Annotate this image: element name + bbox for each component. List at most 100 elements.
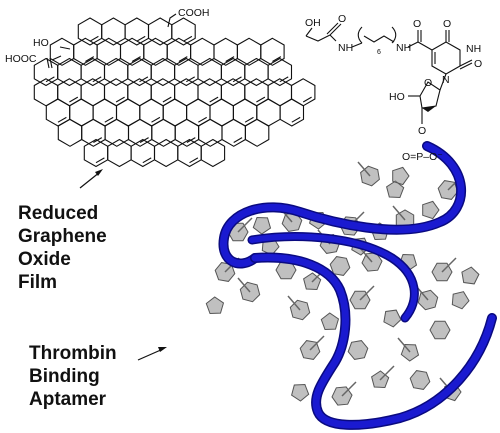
- phosphate-label: O=P–O⁻: [402, 151, 443, 163]
- caption-line: Aptamer: [29, 389, 107, 410]
- base-linker: [392, 205, 406, 221]
- aromatic-bond: [256, 96, 266, 103]
- graphene-ring: [200, 138, 226, 168]
- aromatic-bond: [209, 96, 219, 103]
- base-linker: [359, 285, 375, 301]
- ring-o-top: O: [443, 18, 451, 30]
- aromatic-bond: [232, 76, 242, 83]
- aromatic-bond: [92, 76, 102, 83]
- cooh-label: COOH: [178, 7, 210, 19]
- graphene-ring: [279, 98, 305, 127]
- graphene-ring: [49, 37, 75, 66]
- caption-line: Graphene: [18, 226, 107, 247]
- oh-left-label: HO: [33, 37, 49, 49]
- amide-o-1: O: [338, 13, 346, 25]
- base-linker: [237, 217, 253, 233]
- base-linker: [397, 337, 411, 353]
- aromatic-bond: [69, 96, 79, 103]
- aromatic-bond: [57, 116, 67, 123]
- aromatic-bond: [244, 116, 254, 123]
- graphene-ring: [57, 57, 82, 87]
- aromatic-bond: [225, 56, 235, 62]
- sugar-o-label: O: [424, 77, 432, 89]
- phosphate-o-link: O: [418, 125, 426, 137]
- aromatic-bond: [115, 96, 125, 103]
- base-linker: [441, 257, 457, 273]
- nucleobase: [409, 370, 431, 390]
- base-linker: [309, 335, 325, 351]
- arrow-rgo: [79, 169, 103, 189]
- aromatic-bond: [233, 137, 243, 143]
- nucleobase: [347, 340, 369, 360]
- aromatic-bond: [272, 56, 282, 62]
- graphene-ring: [190, 37, 215, 66]
- chain-length-label: 6: [377, 49, 381, 56]
- caption-line: Oxide: [18, 249, 71, 270]
- ring-o-right: O: [474, 58, 482, 70]
- aromatic-bond: [139, 76, 149, 83]
- caption-thrombin-binding-aptamer: Thrombin Binding Aptamer: [29, 342, 117, 411]
- aromatic-bond: [85, 56, 95, 62]
- chem-labels: COOH HO HOOC OH O NH 6 NH O O NH N O HO …: [5, 7, 482, 163]
- nucleobase: [422, 200, 440, 220]
- aromatic-bond: [279, 76, 289, 83]
- nucleobase: [252, 216, 272, 235]
- caption-line: Reduced: [18, 203, 99, 224]
- aromatic-bond: [183, 35, 193, 42]
- functional-group-bonds: [46, 13, 342, 69]
- nucleobase: [461, 266, 480, 285]
- aromatic-bond: [189, 157, 199, 164]
- graphene-ring: [267, 57, 293, 87]
- aromatic-bond: [198, 116, 207, 123]
- nucleobase: [400, 343, 420, 362]
- graphene-ring: [244, 118, 270, 147]
- base-linker: [379, 365, 395, 381]
- graphene-sheet: [33, 17, 316, 168]
- nucleobase: [429, 320, 451, 340]
- caption-line: Film: [18, 272, 58, 293]
- base-linker: [341, 381, 357, 397]
- base-linker: [237, 277, 251, 293]
- aromatic-bond: [162, 96, 172, 103]
- caption-reduced-graphene-oxide-film: Reduced Graphene Oxide Film: [18, 202, 107, 294]
- oh-right-label: OH: [305, 17, 321, 29]
- aromatic-bond: [291, 116, 301, 123]
- aromatic-bond: [45, 76, 55, 83]
- graphene-ring: [260, 37, 285, 66]
- graphene-ring: [197, 57, 222, 87]
- nucleobase: [392, 166, 410, 186]
- arrow-tba: [137, 347, 167, 361]
- aromatic-bond: [142, 157, 152, 164]
- graphene-ring: [150, 57, 176, 87]
- graphene-ring: [236, 37, 262, 66]
- aromatic-bond: [151, 116, 161, 123]
- ring-n-label: N: [442, 74, 450, 86]
- ho-sugar-label: HO: [389, 91, 405, 103]
- wedge-bond: [422, 106, 436, 112]
- aromatic-bond: [186, 76, 195, 83]
- nh-label-2: NH: [396, 42, 411, 54]
- aromatic-bond: [95, 157, 105, 164]
- aromatic-bond: [136, 35, 146, 42]
- amide-o-2: O: [413, 18, 421, 30]
- aromatic-bond: [89, 35, 99, 42]
- caption-line: Binding: [29, 366, 100, 387]
- aromatic-bond: [131, 56, 141, 62]
- nucleobase: [451, 291, 470, 310]
- aptamer-backbone: [218, 141, 497, 430]
- aromatic-bond: [104, 116, 114, 123]
- nucleobase: [320, 312, 340, 331]
- aromatic-bond: [302, 96, 312, 103]
- aromatic-bond: [178, 56, 188, 62]
- nucleobase: [383, 309, 402, 328]
- graphene-ring: [171, 17, 196, 46]
- nucleobase: [329, 256, 351, 276]
- base-linker: [287, 295, 301, 311]
- base-linker: [357, 161, 371, 177]
- nh-label-1: NH: [338, 42, 353, 54]
- aptamer-bases: [205, 161, 480, 406]
- hooc-label: HOOC: [5, 53, 37, 65]
- caption-line: Thrombin: [29, 343, 117, 364]
